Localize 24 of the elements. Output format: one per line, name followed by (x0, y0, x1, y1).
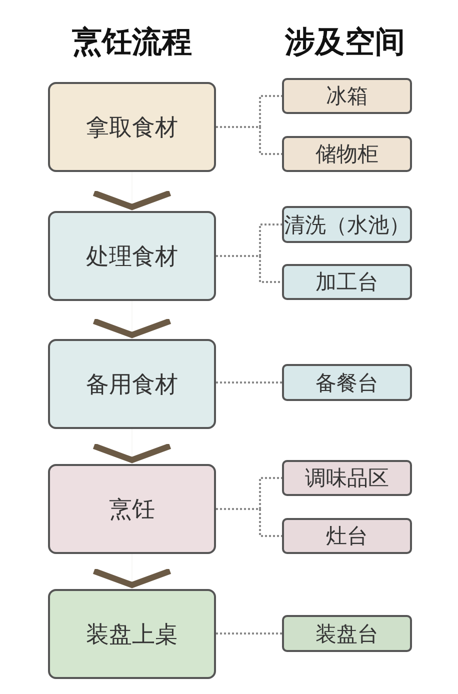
step-box: 装盘上桌 (48, 589, 216, 679)
chevron-arrow (91, 554, 173, 588)
space-box: 装盘台 (282, 615, 412, 652)
chevron-arrow (91, 172, 173, 210)
space-box: 冰箱 (282, 78, 412, 114)
column-heading: 烹饪流程 (72, 24, 192, 62)
chevron-arrow (91, 300, 173, 338)
dotted-connector (216, 508, 282, 537)
space-box: 灶台 (282, 518, 412, 554)
step-box: 处理食材 (48, 211, 216, 301)
step-box: 拿取食材 (48, 82, 216, 172)
chevron-arrow (91, 428, 173, 463)
step-box: 烹饪 (48, 464, 216, 554)
space-box: 储物柜 (282, 136, 412, 172)
space-box: 调味品区 (282, 460, 412, 496)
space-box: 清洗（水池） (282, 206, 412, 243)
dotted-connector (216, 255, 282, 283)
column-heading: 涉及空间 (285, 24, 405, 62)
step-box: 备用食材 (48, 339, 216, 429)
dotted-connector (216, 126, 282, 155)
space-box: 加工台 (282, 264, 412, 300)
space-box: 备餐台 (282, 364, 412, 401)
dotted-connector (216, 382, 282, 384)
dotted-connector (216, 632, 282, 634)
